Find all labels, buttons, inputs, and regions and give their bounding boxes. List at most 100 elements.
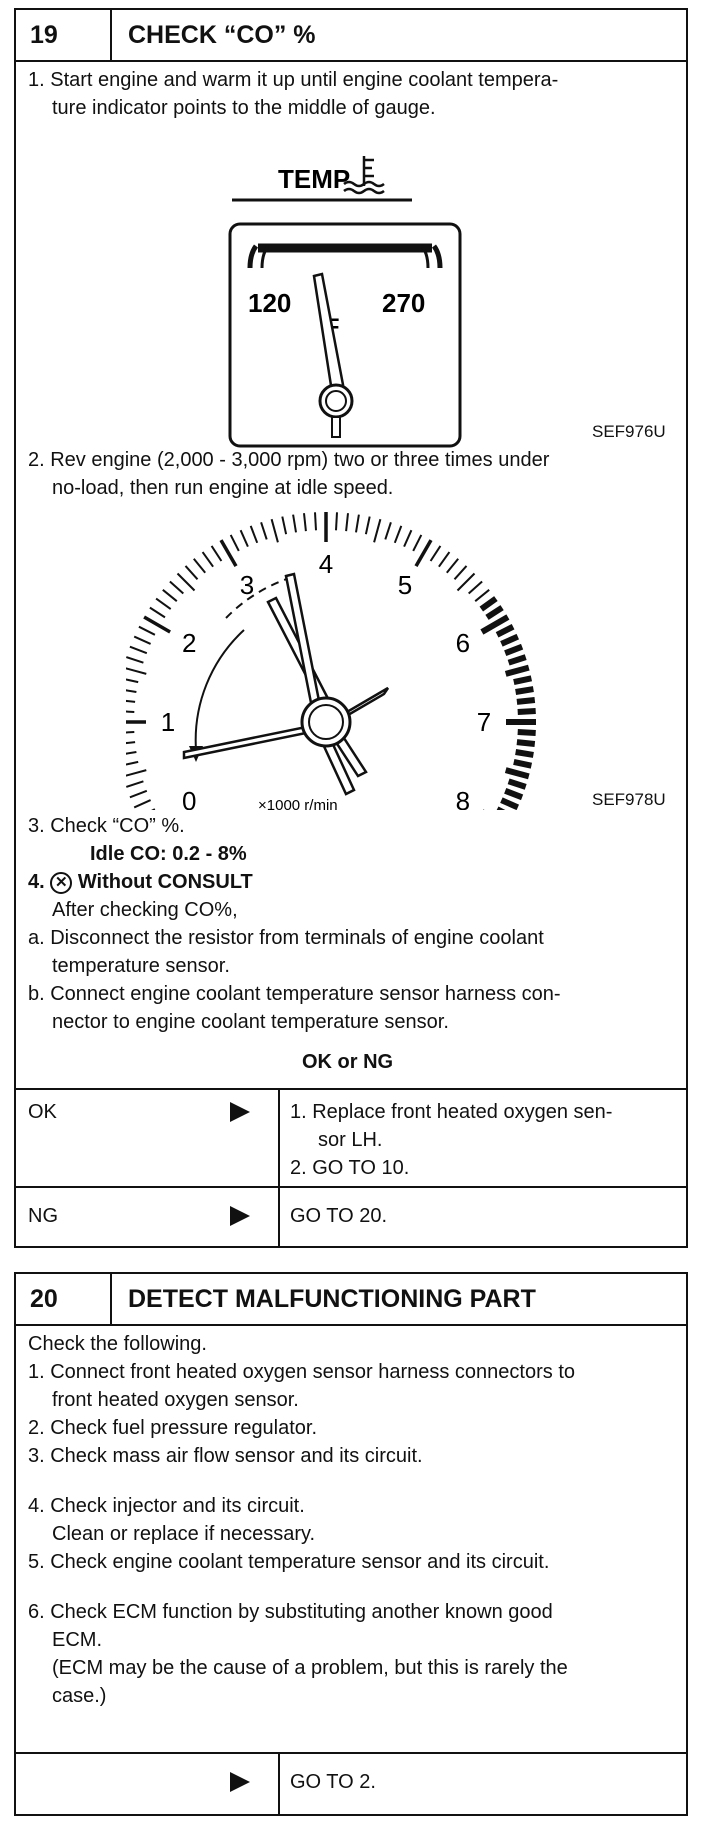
- tach-tick: [504, 767, 530, 780]
- tach-tick: [169, 580, 184, 595]
- figure-code-sef976u: SEF976U: [592, 422, 666, 441]
- ok-or-ng-header: OK or NG: [302, 1051, 394, 1073]
- step-title: DETECT MALFUNCTIONING PART: [128, 1285, 536, 1313]
- tach-tick: [126, 656, 144, 664]
- tach-tick: [496, 806, 506, 810]
- check-2: 2. Check fuel pressure regulator.: [28, 1417, 318, 1439]
- tach-tick: [126, 780, 144, 788]
- tach-tick: [133, 635, 152, 645]
- result-table-column: [278, 1088, 280, 1248]
- tach-tick: [355, 514, 360, 533]
- tach-tick: [507, 778, 527, 790]
- instruction-4: 4. ✕ Without CONSULT: [28, 868, 253, 896]
- instruction-3: 3. Check “CO” %.: [28, 815, 185, 837]
- tach-tick: [474, 589, 490, 602]
- check-5: 5. Check engine coolant temperature sens…: [28, 1551, 550, 1573]
- tach-tick: [184, 565, 199, 580]
- tach-tick: [126, 741, 136, 745]
- check-1-line-2: front heated oxygen sensor.: [52, 1389, 299, 1411]
- tach-tick: [303, 513, 307, 532]
- tach-tick: [151, 808, 156, 810]
- tach-numeral: 0: [182, 786, 196, 810]
- tach-tick: [500, 633, 520, 647]
- final-row-top: [16, 1752, 686, 1754]
- tach-tick: [446, 558, 459, 574]
- instruction-4-number: 4.: [28, 871, 45, 893]
- tach-tick: [126, 699, 136, 703]
- tachometer-ticks: [126, 512, 536, 810]
- tach-tick: [219, 539, 238, 567]
- ok-action-line-3: 2. GO TO 10.: [290, 1157, 410, 1179]
- idle-co-spec: Idle CO: 0.2 - 8%: [90, 843, 247, 865]
- check-6-line-3: (ECM may be the cause of a problem, but …: [52, 1657, 568, 1679]
- tach-unit: ×1000 r/min: [258, 797, 338, 810]
- instruction-1-line-1: 1. Start engine and warm it up until eng…: [28, 69, 559, 91]
- tach-tick: [504, 643, 524, 657]
- check-6-line-4: case.): [52, 1685, 107, 1707]
- tach-tick: [126, 760, 139, 766]
- ng-action: GO TO 20.: [290, 1205, 388, 1227]
- tach-tick: [513, 675, 533, 686]
- tach-tick: [129, 789, 148, 799]
- tach-numeral: 4: [319, 549, 333, 579]
- tach-tick: [403, 529, 413, 548]
- tach-tick: [149, 606, 166, 619]
- tach-tick: [193, 558, 206, 574]
- ok-label: OK: [28, 1101, 57, 1123]
- instruction-b-line-1: b. Connect engine coolant temperature se…: [28, 983, 561, 1005]
- intro-text: Check the following.: [28, 1333, 207, 1355]
- tach-tick: [229, 534, 240, 552]
- final-arrow-icon: [230, 1772, 250, 1792]
- tach-tick: [516, 739, 536, 747]
- tach-tick: [456, 572, 476, 592]
- tach-tick: [495, 624, 515, 638]
- gauge-needle: [312, 272, 346, 394]
- gauge-face: [228, 222, 462, 448]
- tach-tick: [412, 534, 423, 552]
- step-20-box: 20 DETECT MALFUNCTIONING PART Check the …: [14, 1272, 688, 1816]
- tach-tick: [126, 731, 135, 734]
- check-6-line-2: ECM.: [52, 1629, 102, 1651]
- tach-numeral: 6: [456, 628, 470, 658]
- tach-tick: [335, 512, 338, 531]
- instruction-b-line-2: nector to engine coolant temperature sen…: [52, 1011, 449, 1033]
- ng-label: NG: [28, 1205, 58, 1227]
- ok-action-line-1: 1. Replace front heated oxygen sen-: [290, 1101, 613, 1123]
- needle-idle: [182, 725, 308, 760]
- step-19-header: 19 CHECK “CO” %: [16, 10, 686, 62]
- tach-tick: [143, 615, 171, 634]
- tach-tick: [513, 758, 533, 769]
- ok-arrow-icon: [230, 1102, 250, 1122]
- tach-tick: [129, 645, 148, 655]
- tach-tick: [504, 787, 524, 801]
- temp-label: TEMP: [278, 164, 350, 194]
- tach-numeral: 2: [182, 628, 196, 658]
- temp-low-value: 120: [248, 288, 291, 318]
- tach-tick: [201, 551, 214, 568]
- sweep-arrow: [194, 629, 245, 751]
- tach-tick: [249, 525, 259, 544]
- figure-code-sef978u: SEF978U: [592, 790, 666, 809]
- tach-tick: [515, 686, 534, 695]
- tach-tick: [314, 512, 317, 531]
- tach-tick: [364, 516, 371, 535]
- tach-tick: [516, 697, 536, 705]
- instruction-1-line-2: ture indicator points to the middle of g…: [52, 97, 436, 119]
- tach-tick: [480, 614, 510, 635]
- temperature-gauge-figure: TEMP 120 270 F: [228, 156, 462, 448]
- tach-tick: [504, 664, 530, 677]
- tach-tick: [210, 545, 223, 562]
- instruction-4-sub: After checking CO%,: [52, 899, 238, 921]
- tach-tick: [429, 545, 442, 562]
- no-consult-icon: ✕: [50, 871, 73, 894]
- ng-arrow-icon: [230, 1206, 250, 1226]
- temp-high-value: 270: [382, 288, 425, 318]
- instruction-2-line-2: no-load, then run engine at idle speed.: [52, 477, 394, 499]
- tach-tick: [485, 605, 504, 620]
- tach-tick: [393, 525, 403, 544]
- tach-tick: [453, 565, 468, 580]
- instruction-a-line-2: temperature sensor.: [52, 955, 230, 977]
- tach-tick: [239, 529, 249, 548]
